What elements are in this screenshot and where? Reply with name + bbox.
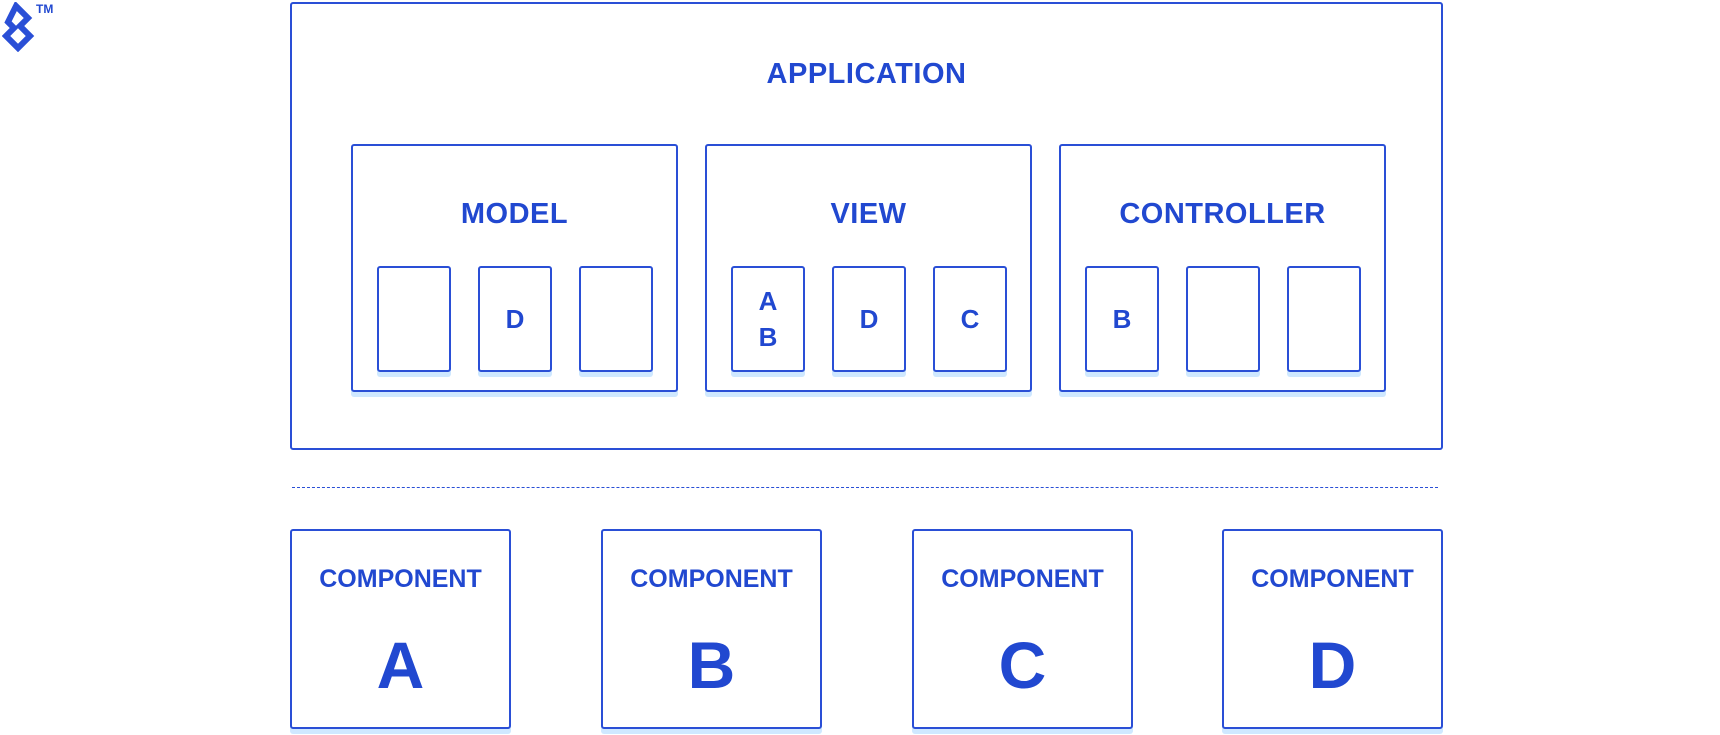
controller-box: CONTROLLER B <box>1059 144 1386 392</box>
controller-slot-3 <box>1287 266 1361 372</box>
model-title: MODEL <box>460 198 569 230</box>
component-d-label: COMPONENT <box>1251 565 1414 593</box>
component-c-box: COMPONENT C <box>912 529 1133 729</box>
component-a-letter: A <box>376 628 425 702</box>
view-slot-2: D <box>832 266 906 372</box>
controller-slot-1-label: B <box>1112 304 1132 334</box>
component-b-label: COMPONENT <box>630 565 793 593</box>
trademark-label: TM <box>36 2 54 16</box>
model-box: MODEL D <box>351 144 678 392</box>
view-slot-3-label: C <box>960 304 980 334</box>
view-slot-1: A B <box>731 266 805 372</box>
view-box: VIEW A B D C <box>705 144 1032 392</box>
component-c-label: COMPONENT <box>941 565 1104 593</box>
component-d-box: COMPONENT D <box>1222 529 1443 729</box>
component-c-letter: C <box>998 628 1047 702</box>
view-slot-2-label: D <box>859 304 879 334</box>
model-slot-2: D <box>478 266 552 372</box>
toptal-logo-icon: TM <box>1 0 56 53</box>
view-slot-3: C <box>933 266 1007 372</box>
component-a-box: COMPONENT A <box>290 529 511 729</box>
application-title: APPLICATION <box>766 58 967 90</box>
component-a-label: COMPONENT <box>319 565 482 593</box>
component-b-letter: B <box>687 628 736 702</box>
view-slot-1-label: A B <box>758 286 778 352</box>
view-title: VIEW <box>830 198 907 230</box>
model-slot-2-label: D <box>505 304 525 334</box>
controller-slot-1: B <box>1085 266 1159 372</box>
component-b-box: COMPONENT B <box>601 529 822 729</box>
dashed-divider <box>292 487 1438 488</box>
controller-title: CONTROLLER <box>1119 198 1326 230</box>
component-d-letter: D <box>1308 628 1357 702</box>
model-slot-3 <box>579 266 653 372</box>
model-slot-1 <box>377 266 451 372</box>
controller-slot-2 <box>1186 266 1260 372</box>
application-box: APPLICATION MODEL D VIEW A B D C CONTROL… <box>290 2 1443 450</box>
